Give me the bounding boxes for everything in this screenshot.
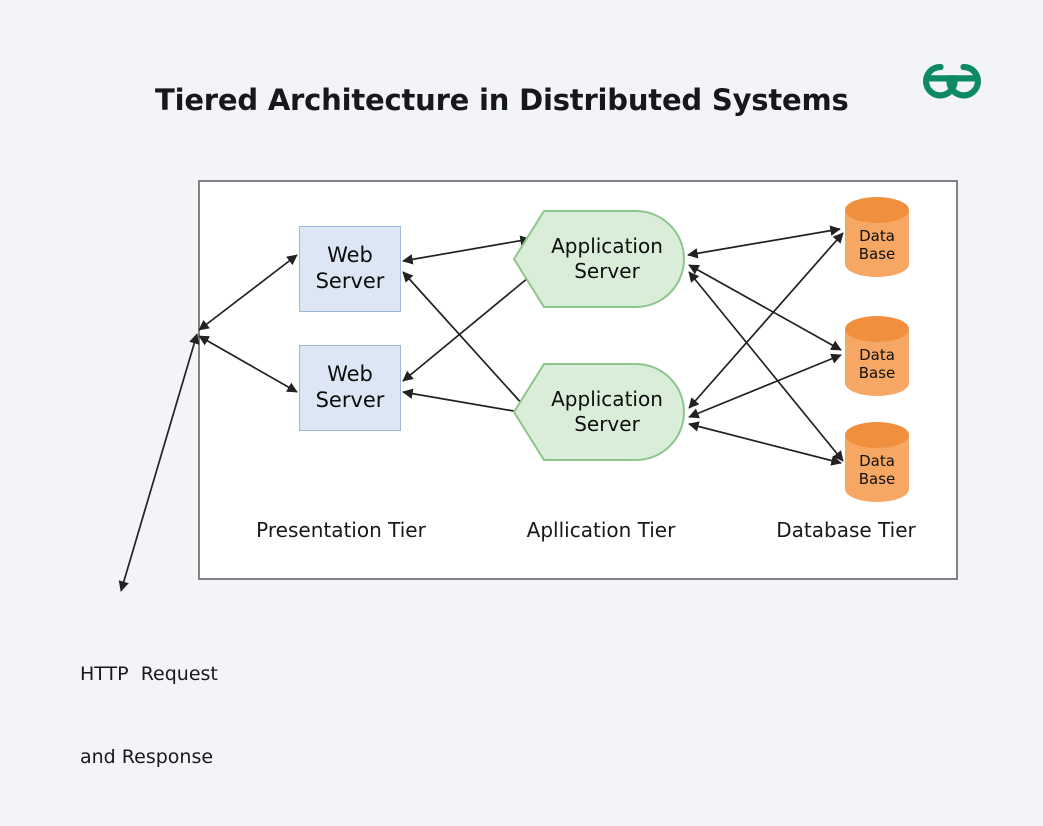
geeksforgeeks-logo — [910, 52, 994, 104]
node-label-line1: Web — [327, 362, 373, 387]
node-label-line1: Data — [859, 452, 895, 471]
caption-presentation-tier: Presentation Tier — [256, 518, 426, 542]
node-web-server-2[interactable]: Web Server — [299, 345, 401, 431]
page-title: Tiered Architecture in Distributed Syste… — [155, 83, 849, 117]
node-label-line1: Data — [859, 227, 895, 246]
node-label: Application Server — [512, 207, 688, 311]
node-label-line1: Application — [551, 234, 663, 258]
node-label-line2: Base — [858, 469, 896, 488]
node-application-server-1[interactable]: Application Server — [512, 207, 688, 311]
app-server-shape — [512, 363, 685, 461]
node-label-line2: Server — [315, 269, 385, 293]
database-cylinder-icon — [845, 422, 909, 502]
database-cylinder-icon — [845, 197, 909, 277]
node-database-1[interactable]: Data Base — [844, 196, 910, 278]
node-label-line2: Base — [858, 244, 896, 263]
caption-database-tier: Database Tier — [776, 518, 916, 542]
database-cylinder-icon — [845, 316, 909, 396]
node-application-server-2[interactable]: Application Server — [512, 360, 688, 464]
node-label: Application Server — [512, 360, 688, 464]
http-note-line2: and Response — [80, 745, 214, 768]
node-database-2[interactable]: Data Base — [844, 315, 910, 397]
arrow-http-entry — [118, 333, 200, 592]
node-web-server-1[interactable]: Web Server — [299, 226, 401, 312]
node-label: Data Base — [844, 438, 910, 503]
http-request-response-note: HTTP Request and Response — [80, 606, 218, 826]
app-server-shape — [512, 210, 685, 308]
node-label-line1: Data — [859, 346, 895, 365]
node-database-3[interactable]: Data Base — [844, 421, 910, 503]
diagram-canvas: Tiered Architecture in Distributed Syste… — [80, 52, 994, 768]
node-label-line1: Application — [551, 387, 663, 411]
node-label-line2: Server — [574, 412, 640, 436]
caption-application-tier: Apllication Tier — [526, 518, 676, 542]
http-note-line1: HTTP Request — [80, 663, 218, 686]
node-label-line1: Web — [327, 243, 373, 268]
node-label-line2: Base — [858, 363, 896, 382]
node-label-line2: Server — [574, 259, 640, 283]
node-label: Data Base — [844, 332, 910, 397]
node-label-line2: Server — [315, 388, 385, 412]
node-label: Data Base — [844, 213, 910, 278]
